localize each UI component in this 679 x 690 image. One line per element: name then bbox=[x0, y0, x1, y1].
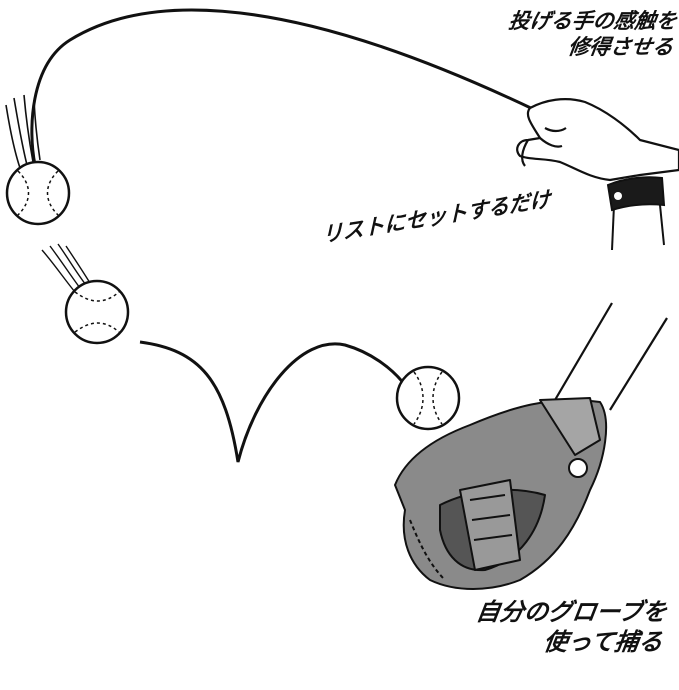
hand-icon bbox=[516, 98, 679, 182]
bounce-curve bbox=[139, 340, 407, 463]
caption-catch-line1: 自分のグローブを bbox=[474, 598, 670, 626]
caption-catch: 自分のグローブを 使って捕る bbox=[470, 597, 669, 657]
baseball-icon bbox=[5, 160, 71, 226]
motion-lines-top bbox=[5, 94, 41, 169]
wristband-icon bbox=[606, 176, 666, 212]
motion-lines-middle bbox=[41, 243, 91, 293]
baseball-icon bbox=[64, 279, 130, 345]
throw-arc bbox=[30, 8, 536, 166]
glove-icon bbox=[394, 397, 607, 590]
glove-arm bbox=[554, 302, 668, 411]
caption-throw-line2: 修得させる bbox=[566, 35, 675, 60]
caption-catch-line2: 使って捕る bbox=[542, 628, 665, 656]
caption-throw: 投げる手の感触を 修得させる bbox=[503, 8, 678, 61]
baseball-icon bbox=[395, 365, 461, 431]
caption-throw-line1: 投げる手の感触を bbox=[507, 9, 679, 33]
forearm-line bbox=[611, 204, 665, 251]
